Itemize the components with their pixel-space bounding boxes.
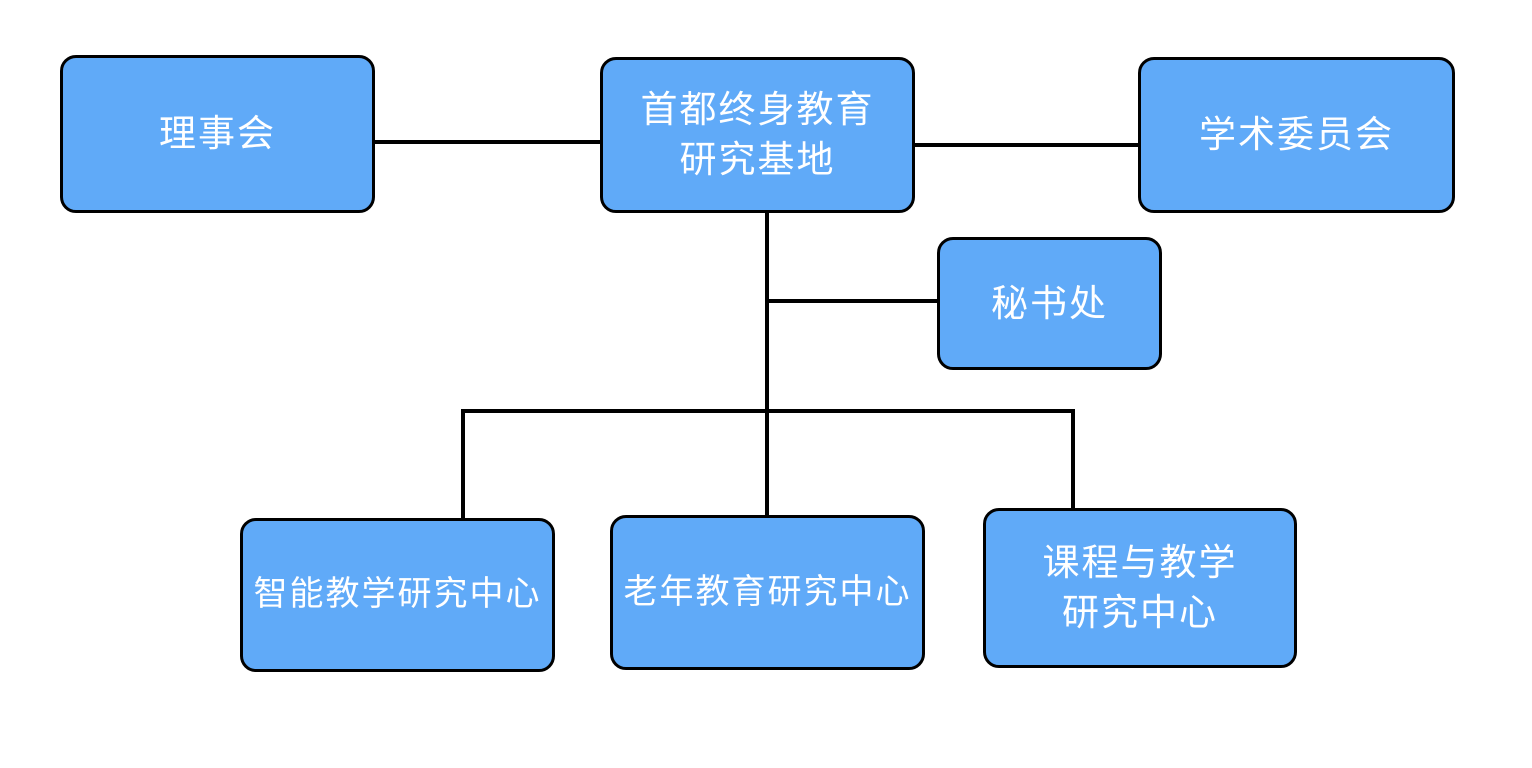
connector-drop-smart-teaching <box>461 409 465 520</box>
connector-base-academic <box>915 143 1138 147</box>
connector-base-board <box>375 140 600 144</box>
node-base: 首都终身教育 研究基地 <box>600 57 915 213</box>
node-board: 理事会 <box>60 55 375 213</box>
connector-drop-curriculum <box>1071 409 1075 510</box>
node-secretariat: 秘书处 <box>937 237 1162 370</box>
connector-base-secretariat <box>767 299 937 303</box>
connector-branch-bar <box>461 409 1075 413</box>
node-academic-committee: 学术委员会 <box>1138 57 1455 213</box>
node-curriculum-center: 课程与教学 研究中心 <box>983 508 1297 668</box>
connector-base-vertical <box>765 213 769 517</box>
node-smart-teaching-center: 智能教学研究中心 <box>240 518 555 672</box>
node-elderly-education-center: 老年教育研究中心 <box>610 515 925 670</box>
